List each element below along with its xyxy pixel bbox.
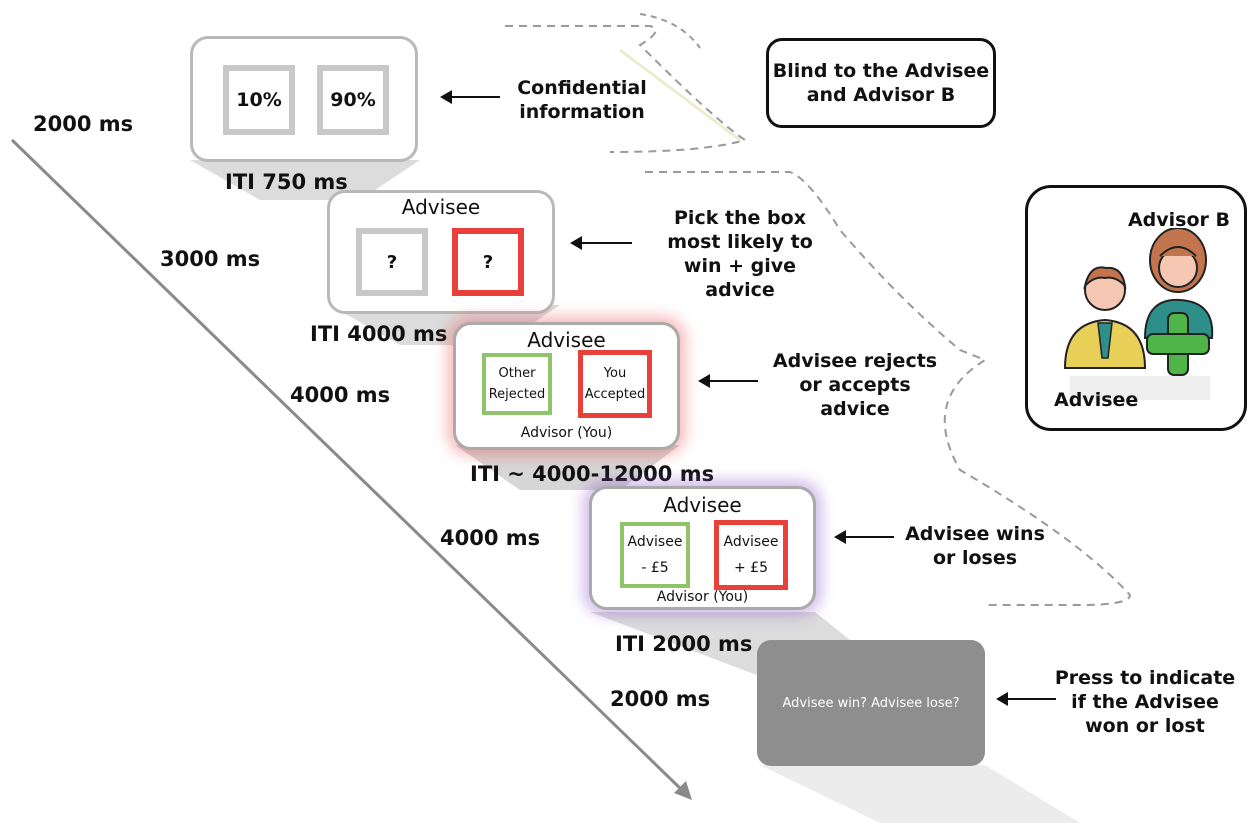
iti-3: ITI ~ 4000-12000 ms (470, 462, 715, 486)
screen2-title: Advisee (401, 195, 481, 219)
shadow-3 (455, 445, 680, 490)
win-amount: + £5 (734, 560, 768, 576)
timing-1: 2000 ms (33, 112, 134, 136)
dashed-brace-top (505, 25, 748, 153)
screen-confidential-info: 10% 90% (190, 36, 418, 162)
you-accepted-box: You Accepted (578, 350, 652, 418)
accepted-label: Accepted (584, 387, 646, 402)
screen3-footer: Advisor (You) (520, 425, 613, 441)
dashed-brace-right (645, 171, 1132, 606)
screen4-footer: Advisor (You) (656, 589, 749, 605)
iti-1: ITI 750 ms (225, 170, 348, 194)
other-label: Other (498, 366, 536, 381)
advisor-b-label: Advisor B (1127, 209, 1231, 231)
iti-4: ITI 2000 ms (615, 632, 753, 656)
right-choice-box: ? (452, 228, 524, 296)
advisee-win-box: Advisee + £5 (714, 520, 788, 590)
screen4-title: Advisee (663, 493, 742, 517)
dashed-brace-top-tip (639, 13, 701, 49)
blind-line-2: and Advisor B (806, 84, 956, 106)
right-choice-mark: ? (482, 251, 494, 273)
screen-outcome: Advisee Advisee - £5 Advisee + £5 Adviso… (589, 486, 816, 610)
rejected-label: Rejected (488, 387, 546, 402)
screen-advisee-decision: Advisee Other Rejected You Accepted Advi… (453, 322, 680, 450)
timeline-line (10, 138, 686, 794)
response-prompt-text: Advisee win? Advisee lose? (782, 695, 960, 711)
other-rejected-box: Other Rejected (482, 353, 552, 415)
arrow-2 (570, 236, 632, 250)
advisee-lose-box: Advisee - £5 (620, 522, 690, 588)
left-probability-value: 10% (236, 89, 282, 111)
right-probability-box: 90% (317, 65, 389, 135)
advisee-figure (1063, 266, 1147, 369)
blind-line-1: Blind to the Advisee (772, 60, 990, 82)
timing-2: 3000 ms (160, 247, 261, 271)
screen-pick-box: Advisee ? ? (327, 190, 555, 314)
right-probability-value: 90% (330, 89, 376, 111)
light-divider (619, 48, 741, 142)
blind-info-box: Blind to the Advisee and Advisor B (766, 38, 996, 128)
people-panel: Advisor B Advisee (1025, 185, 1247, 431)
timing-3: 4000 ms (290, 383, 391, 407)
lose-amount: - £5 (641, 560, 669, 576)
left-probability-box: 10% (223, 65, 295, 135)
advisee-lose-label: Advisee (627, 534, 683, 550)
advisee-win-label: Advisee (723, 534, 779, 550)
timeline-arrowhead (674, 781, 692, 800)
iti-2: ITI 4000 ms (310, 322, 448, 346)
you-label: You (603, 366, 627, 381)
arrow-1 (440, 90, 500, 104)
plus-icon (1146, 312, 1210, 376)
timing-4: 4000 ms (440, 526, 541, 550)
arrow-5 (996, 692, 1056, 706)
left-choice-mark: ? (386, 251, 398, 273)
people-illustration (1063, 228, 1214, 400)
arrow-3 (698, 374, 758, 388)
shadow-5 (760, 765, 1080, 823)
screen-response-prompt[interactable]: Advisee win? Advisee lose? (757, 640, 985, 766)
advisee-label: Advisee (1054, 389, 1139, 411)
timing-5: 2000 ms (610, 687, 711, 711)
left-choice-box: ? (356, 228, 428, 296)
arrow-4 (834, 530, 894, 544)
screen3-title: Advisee (527, 328, 606, 352)
